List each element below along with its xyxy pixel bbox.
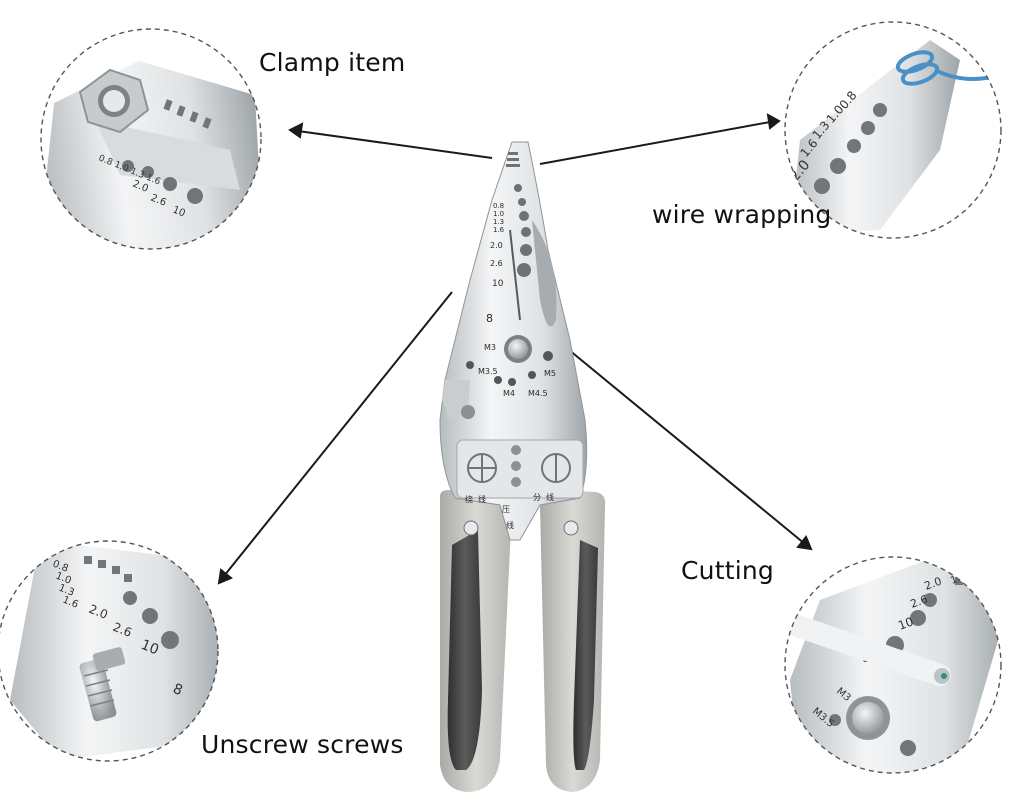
svg-text:线: 线 <box>478 494 486 504</box>
hex-nut-icon <box>78 68 150 134</box>
wire-stripper-pliers: 0.8 1.0 1.3 1.6 2.0 2.6 10 8 M3 M3.5 M4 … <box>439 141 606 792</box>
svg-text:10: 10 <box>896 614 915 632</box>
callout-unscrew-screws: Unscrew screws <box>201 730 404 759</box>
svg-text:0.8: 0.8 <box>493 202 504 210</box>
svg-text:线: 线 <box>506 520 514 530</box>
svg-text:8: 8 <box>486 312 493 325</box>
svg-text:线: 线 <box>546 492 554 502</box>
svg-text:10: 10 <box>171 205 187 220</box>
svg-text:压: 压 <box>502 505 510 514</box>
svg-text:10: 10 <box>492 279 504 289</box>
svg-text:10: 10 <box>139 637 162 659</box>
svg-text:2.0: 2.0 <box>490 241 503 250</box>
svg-text:2.0: 2.0 <box>87 602 110 622</box>
svg-text:M4: M4 <box>503 389 515 398</box>
svg-text:1.6: 1.6 <box>493 226 505 234</box>
svg-text:M5: M5 <box>544 369 556 378</box>
svg-text:分: 分 <box>533 493 541 502</box>
callout-clamp-item: Clamp item <box>259 48 406 77</box>
right-handle <box>540 490 606 792</box>
svg-text:1.3: 1.3 <box>945 555 964 571</box>
svg-text:M3.5: M3.5 <box>478 367 498 376</box>
svg-text:绕: 绕 <box>465 494 473 504</box>
callout-arrows <box>217 113 813 585</box>
detail-circle-clamp: 0.8 1.0 1.3 1.6 2.0 2.6 10 <box>40 28 262 250</box>
callout-wire-wrapping: wire wrapping <box>652 200 832 229</box>
svg-text:2.0: 2.0 <box>923 575 944 593</box>
svg-text:2.6: 2.6 <box>909 593 930 611</box>
svg-text:2.6: 2.6 <box>490 259 503 268</box>
svg-text:M4.5: M4.5 <box>528 389 548 398</box>
svg-text:M3: M3 <box>484 343 496 352</box>
svg-text:2.6: 2.6 <box>111 620 134 640</box>
detail-circle-wire-wrapping: 0.8 1.0 1.3 1.6 2.0 <box>784 21 1002 239</box>
wire-icon <box>895 50 1001 86</box>
detail-circle-unscrew: 0.8 1.0 1.3 1.6 2.0 2.6 10 8 <box>0 540 219 762</box>
left-handle <box>440 490 512 792</box>
svg-text:1.0: 1.0 <box>493 210 504 218</box>
bolt-icon <box>79 647 126 722</box>
detail-circle-cutting: 1.3 1.6 2.0 2.6 10 8 M3 M3.5 <box>784 555 1002 774</box>
svg-text:1.3: 1.3 <box>493 218 504 226</box>
cable-icon <box>785 609 951 686</box>
callout-cutting: Cutting <box>681 556 774 585</box>
